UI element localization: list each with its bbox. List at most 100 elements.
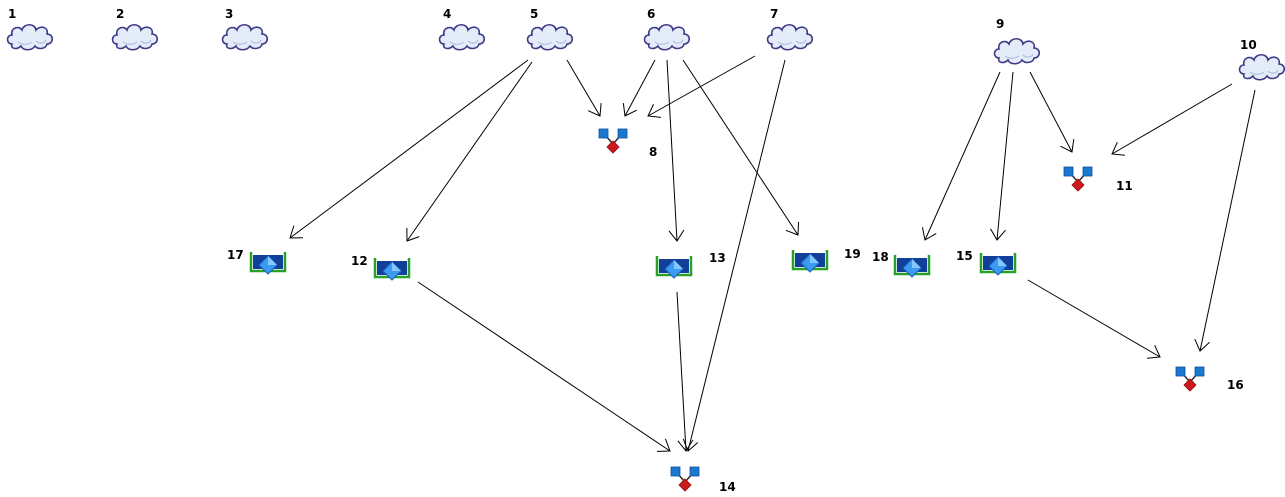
cloud-shape	[526, 23, 574, 51]
node-4[interactable]: 4	[438, 7, 486, 51]
node-label: 10	[1240, 38, 1257, 52]
cloud-shape	[438, 23, 486, 51]
cloud-shading	[449, 39, 479, 45]
node-2[interactable]: 2	[111, 7, 159, 51]
edge-5-to-12	[406, 61, 533, 242]
node-8[interactable]: 8	[598, 128, 657, 159]
cloud-shading	[1004, 53, 1034, 59]
edge-line	[924, 71, 1001, 241]
merge-output-diamond	[606, 140, 620, 154]
cloud-shading	[537, 39, 567, 45]
arrowhead	[647, 104, 661, 118]
edge-5-to-17	[289, 59, 529, 239]
basin-icon	[893, 255, 931, 278]
node-label: 7	[770, 7, 778, 21]
cloud-icon	[526, 23, 574, 51]
arrowhead	[668, 229, 685, 242]
cloud-icon	[438, 23, 486, 51]
edge-9-to-18	[921, 71, 1001, 241]
cloud-shape	[1238, 53, 1285, 81]
node-7[interactable]: 7	[766, 7, 814, 51]
node-label: 5	[530, 7, 538, 21]
arrowhead	[656, 438, 671, 452]
node-label: 14	[719, 480, 736, 494]
node-15[interactable]: 15	[956, 249, 1017, 276]
edge-line	[687, 59, 786, 452]
merge-input-square	[689, 466, 700, 477]
merge-output-diamond	[1071, 178, 1085, 192]
merge-icon	[598, 128, 628, 154]
merge-icon	[1175, 366, 1205, 392]
basin-icon	[249, 252, 287, 275]
arrowhead	[921, 227, 937, 241]
merge-icon	[670, 466, 700, 492]
node-11[interactable]: 11	[1063, 166, 1133, 193]
node-label: 16	[1227, 378, 1244, 392]
edge-line	[996, 71, 1014, 241]
edge-line	[566, 59, 601, 117]
node-9[interactable]: 9	[993, 17, 1041, 65]
merge-icon	[1063, 166, 1093, 192]
arrowhead	[990, 228, 1006, 241]
basin-diamond-highlight	[810, 254, 819, 263]
merge-input-square	[670, 466, 681, 477]
edge-15-to-16	[1027, 279, 1161, 359]
edge-line	[1199, 89, 1256, 352]
node-16[interactable]: 16	[1175, 366, 1244, 392]
node-14[interactable]: 14	[670, 466, 736, 494]
node-12[interactable]: 12	[351, 254, 411, 281]
edge-line	[682, 59, 799, 236]
cloud-shading	[232, 39, 262, 45]
edge-line	[289, 59, 529, 239]
basin-icon	[791, 250, 829, 273]
arrowhead	[1147, 344, 1161, 359]
node-label: 6	[647, 7, 655, 21]
cloud-shape	[6, 23, 54, 51]
cloud-icon	[643, 23, 691, 51]
node-13[interactable]: 13	[655, 251, 726, 279]
node-18[interactable]: 18	[872, 250, 931, 278]
arrowhead	[622, 103, 637, 117]
cloud-icon	[766, 23, 814, 51]
cloud-shading	[122, 39, 152, 45]
cloud-shading	[17, 39, 47, 45]
edge-7-to-8	[647, 55, 756, 118]
basin-diamond-highlight	[268, 256, 277, 265]
node-3[interactable]: 3	[221, 7, 269, 51]
merge-output-diamond	[1183, 378, 1197, 392]
merge-input-square	[1175, 366, 1186, 377]
node-1[interactable]: 1	[6, 7, 54, 51]
cloud-shading	[777, 39, 807, 45]
node-label: 18	[872, 250, 889, 264]
node-10[interactable]: 10	[1238, 38, 1285, 81]
node-17[interactable]: 17	[227, 248, 287, 275]
basin-diamond-highlight	[998, 257, 1007, 266]
merge-input-square	[598, 128, 609, 139]
edge-line	[666, 59, 678, 242]
arrowhead	[587, 103, 602, 117]
edge-line	[1027, 279, 1161, 358]
edge-line	[647, 55, 756, 117]
arrowhead	[289, 225, 304, 239]
edge-line	[417, 281, 671, 452]
node-19[interactable]: 19	[791, 247, 861, 273]
edge-line	[1111, 83, 1233, 155]
edge-line	[1029, 71, 1073, 153]
edge-13-to-14	[676, 291, 694, 452]
merge-input-square	[1063, 166, 1074, 177]
cloud-shading	[1249, 69, 1279, 75]
cloud-shape	[111, 23, 159, 51]
cloud-shape	[221, 23, 269, 51]
basin-diamond-highlight	[674, 260, 683, 269]
edge-6-to-13	[666, 59, 685, 242]
node-6[interactable]: 6	[643, 7, 691, 51]
arrowhead	[785, 221, 800, 236]
edge-10-to-16	[1194, 89, 1256, 352]
cloud-shape	[766, 23, 814, 51]
basin-icon	[979, 253, 1017, 276]
edge-9-to-15	[990, 71, 1014, 241]
node-label: 13	[709, 251, 726, 265]
node-label: 4	[443, 7, 451, 21]
node-5[interactable]: 5	[526, 7, 574, 51]
